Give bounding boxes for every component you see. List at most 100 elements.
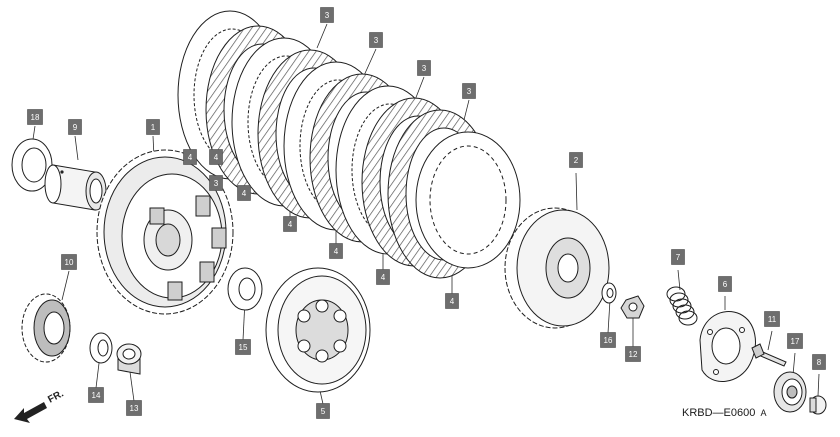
diagram-code: KRBD—E0600 A	[682, 407, 766, 419]
callout-part-3: 3	[462, 83, 476, 99]
callout-box	[209, 175, 223, 191]
callout-part-3: 3	[320, 7, 334, 23]
callout-number: 5	[321, 407, 326, 416]
gear-part-10	[21, 293, 71, 363]
callout-number: 1	[151, 123, 156, 132]
callout-number: 4	[242, 189, 247, 198]
callout-number: 8	[817, 358, 822, 367]
callout-box	[671, 249, 685, 265]
spring-part-7	[666, 286, 698, 326]
callout-box	[462, 83, 476, 99]
front-direction-indicator: FR.	[14, 388, 66, 423]
callout-box	[88, 387, 104, 403]
callout-part-6: 6	[718, 276, 732, 292]
nut-part-12	[620, 295, 645, 319]
callout-part-8: 8	[812, 354, 826, 370]
callout-part-14: 14	[88, 387, 104, 403]
callout-number: 16	[604, 336, 613, 345]
callout-part-17: 17	[787, 333, 803, 349]
callout-box	[445, 293, 459, 309]
callout-box	[600, 332, 616, 348]
bearing-part-17	[773, 371, 807, 413]
washer-part-18	[11, 138, 53, 192]
callout-number: 4	[214, 153, 219, 162]
callout-box	[126, 400, 142, 416]
callout-box	[764, 311, 780, 327]
callout-part-9: 9	[68, 119, 82, 135]
callout-box	[569, 152, 583, 168]
plate-part-4	[415, 131, 521, 269]
callout-number: 12	[629, 350, 638, 359]
callout-number: 7	[676, 253, 681, 262]
diagram-code-suffix: A	[760, 408, 766, 418]
callout-part-4: 4	[376, 269, 390, 285]
callout-box	[283, 216, 297, 232]
callout-box	[376, 269, 390, 285]
diagram-code-main: KRBD—E0600	[682, 407, 755, 419]
callout-part-3: 3	[369, 32, 383, 48]
callout-part-7: 7	[671, 249, 685, 265]
callout-box	[235, 339, 251, 355]
callout-part-4: 4	[329, 243, 343, 259]
callout-part-5: 5	[316, 403, 330, 419]
callout-part-3: 3	[209, 175, 223, 191]
callout-box	[209, 149, 223, 165]
callout-box	[146, 119, 160, 135]
callout-number: 13	[130, 404, 139, 413]
callout-box	[183, 149, 197, 165]
callout-box	[329, 243, 343, 259]
callout-part-1: 1	[146, 119, 160, 135]
callout-number: 3	[422, 64, 427, 73]
callout-number: 6	[723, 280, 728, 289]
collar-part-13	[116, 343, 142, 375]
lifter-plate-part-6	[699, 311, 756, 382]
callout-number: 4	[188, 153, 193, 162]
callout-box	[316, 403, 330, 419]
callout-part-13: 13	[126, 400, 142, 416]
callout-box	[320, 7, 334, 23]
callout-part-4: 4	[237, 185, 251, 201]
callout-number: 2	[574, 156, 579, 165]
front-direction-label: FR.	[46, 388, 66, 405]
callout-box	[812, 354, 826, 370]
callout-number: 4	[381, 273, 386, 282]
callout-number: 4	[334, 247, 339, 256]
callout-part-10: 10	[61, 254, 77, 270]
pressure-plate-part-2	[504, 207, 610, 329]
callout-part-3: 3	[417, 60, 431, 76]
clutch-plate-stack	[177, 10, 521, 279]
washer-part-15	[227, 267, 263, 311]
callout-part-4: 4	[183, 149, 197, 165]
callout-box	[787, 333, 803, 349]
callout-number: 4	[288, 220, 293, 229]
washer-part-16	[601, 282, 617, 304]
front-direction-arrow-icon	[14, 402, 47, 423]
callout-number: 3	[374, 36, 379, 45]
callout-number: 3	[325, 11, 330, 20]
callout-number: 18	[31, 113, 40, 122]
callout-number: 17	[791, 337, 800, 346]
callout-part-4: 4	[209, 149, 223, 165]
callout-box	[61, 254, 77, 270]
callout-box	[369, 32, 383, 48]
callout-number: 3	[467, 87, 472, 96]
callout-number: 10	[65, 258, 74, 267]
callout-part-16: 16	[600, 332, 616, 348]
callout-part-12: 12	[625, 346, 641, 362]
callout-number: 14	[92, 391, 101, 400]
callout-part-2: 2	[569, 152, 583, 168]
callout-box	[237, 185, 251, 201]
clutch-outer-housing-part-1	[96, 149, 234, 315]
callout-labels: 18 9 1 10 14 13 15 3 3 3 3 3 4 4 4 4 4 4 4 5 2 16 12 7 6 11 17 8	[27, 7, 826, 419]
callout-part-15: 15	[235, 339, 251, 355]
callout-box	[27, 109, 43, 125]
callout-number: 11	[768, 315, 777, 324]
callout-part-4: 4	[445, 293, 459, 309]
callout-number: 3	[214, 179, 219, 188]
callout-part-18: 18	[27, 109, 43, 125]
bolt-part-11	[751, 343, 787, 367]
callout-part-11: 11	[764, 311, 780, 327]
callout-number: 4	[450, 297, 455, 306]
callout-box	[625, 346, 641, 362]
